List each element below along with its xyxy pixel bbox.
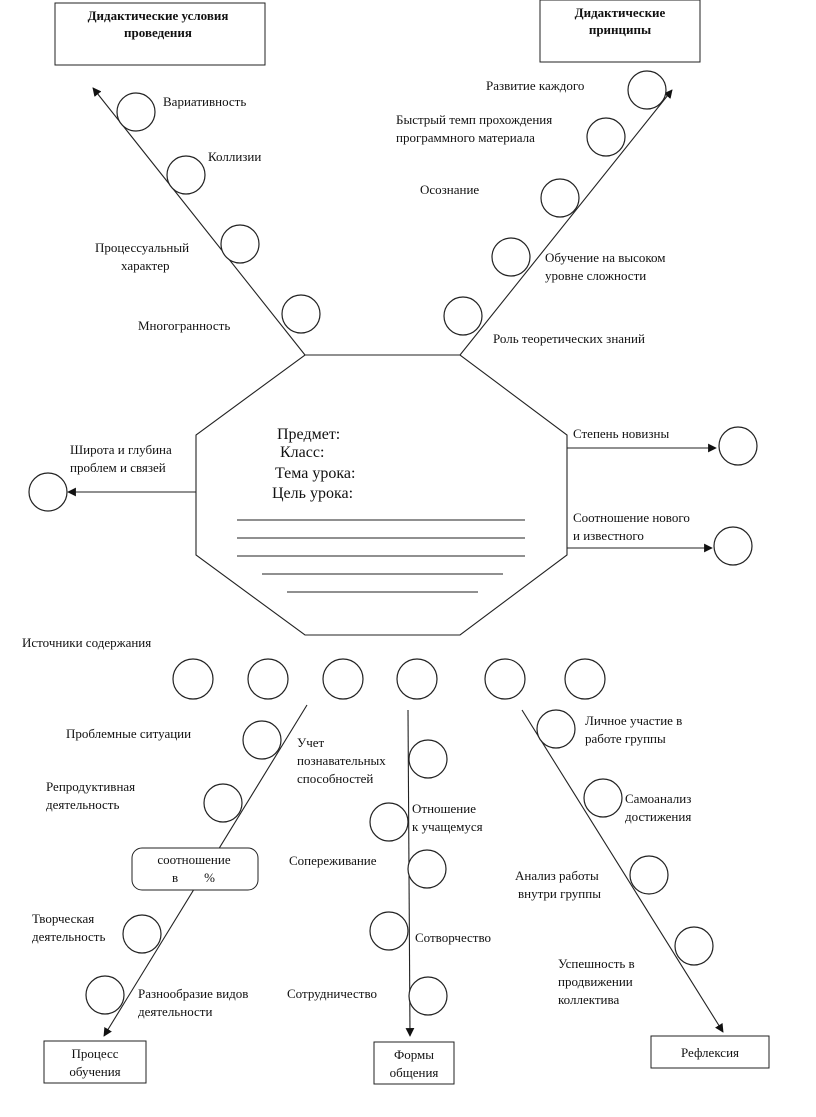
reflection-label: достижения xyxy=(625,809,691,824)
left-branch-label: характер xyxy=(121,258,169,273)
reflection-circle xyxy=(583,778,623,818)
left-upper-branch-line xyxy=(92,87,306,356)
center-class: Класс: xyxy=(280,444,324,461)
novelty-label: Степень новизны xyxy=(573,426,669,441)
forms-label: Учет xyxy=(297,735,325,750)
right-upper-circle xyxy=(443,296,483,336)
center-subject: Предмет: xyxy=(277,426,340,443)
ratio-percent-box: соотношение в % xyxy=(131,847,259,891)
sources-label: Источники содержания xyxy=(22,635,151,650)
forms-circle xyxy=(369,911,409,951)
process-label: деятельность xyxy=(32,929,105,944)
source-circle xyxy=(322,658,364,700)
source-circle xyxy=(172,658,214,700)
forms-circle xyxy=(369,802,409,842)
learning-process-box: Процесс обучения xyxy=(43,1040,147,1084)
right-branch-label: Роль теоретических знаний xyxy=(493,331,645,346)
left-arrow-label: проблем и связей xyxy=(70,460,166,475)
ratio-new-known-label: Соотношение нового xyxy=(573,510,690,525)
left-branch-label: Вариативность xyxy=(163,94,246,109)
forms-label: Сотворчество xyxy=(415,930,491,945)
right-upper-circle xyxy=(540,178,580,218)
didactic-principles-line1: Дидактические xyxy=(575,5,666,20)
reflection-label: Анализ работы xyxy=(515,868,599,883)
left-upper-circle xyxy=(281,294,321,334)
right-branch-label: Осознание xyxy=(420,182,479,197)
forms-circle xyxy=(407,849,447,889)
center-octagon xyxy=(195,354,568,636)
reflection-label: Личное участие в xyxy=(585,713,682,728)
ratio-box-line2: в % xyxy=(172,870,215,885)
reflection-box: Рефлексия xyxy=(650,1035,770,1069)
right-upper-branch-line xyxy=(459,89,673,356)
reflection-box-label: Рефлексия xyxy=(681,1045,739,1060)
process-circle xyxy=(85,975,125,1015)
communication-forms-box: Формы общения xyxy=(373,1041,455,1085)
didactic-principles-line2: принципы xyxy=(589,22,651,37)
process-label: деятельность xyxy=(46,797,119,812)
reflection-label: Самоанализ xyxy=(625,791,691,806)
learning-process-line1: Процесс xyxy=(72,1046,119,1061)
reflection-label: внутри группы xyxy=(518,886,601,901)
communication-forms-line1: Формы xyxy=(394,1047,434,1062)
forms-label: Сотрудничество xyxy=(287,986,377,1001)
source-circle xyxy=(564,658,606,700)
right-branch-label: Быстрый темп прохождения xyxy=(396,112,552,127)
process-circle xyxy=(203,783,243,823)
reflection-circle xyxy=(674,926,714,966)
ratio-new-known-circle xyxy=(713,526,753,566)
right-branch-label: уровне сложности xyxy=(545,268,646,283)
left-upper-circle xyxy=(116,92,156,132)
forms-label: Отношение xyxy=(412,801,476,816)
right-upper-circle xyxy=(586,117,626,157)
center-topic: Тема урока: xyxy=(275,465,355,482)
process-label: деятельности xyxy=(138,1004,212,1019)
left-arrow-label: Широта и глубина xyxy=(70,442,172,457)
communication-forms-line2: общения xyxy=(390,1065,439,1080)
didactic-conditions-line2: проведения xyxy=(124,25,192,40)
reflection-label: продвижении xyxy=(558,974,633,989)
center-goal: Цель урока: xyxy=(272,485,353,502)
reflection-branch-line xyxy=(521,709,724,1033)
right-branch-label: Обучение на высоком xyxy=(545,250,666,265)
left-upper-circle xyxy=(220,224,260,264)
process-circle xyxy=(242,720,282,760)
source-circle xyxy=(247,658,289,700)
source-circle xyxy=(396,658,438,700)
learning-process-line2: обучения xyxy=(69,1064,120,1079)
process-label: Разнообразие видов xyxy=(138,986,248,1001)
left-branch-label: Многогранность xyxy=(138,318,230,333)
right-upper-circle xyxy=(491,237,531,277)
reflection-label: коллектива xyxy=(558,992,619,1007)
didactic-conditions-box: Дидактические условия проведения xyxy=(54,2,266,66)
process-label: Творческая xyxy=(32,911,94,926)
forms-label: к учащемуся xyxy=(412,819,483,834)
right-branch-label: программного материала xyxy=(396,130,535,145)
process-label: Репродуктивная xyxy=(46,779,135,794)
novelty-circle xyxy=(718,426,758,466)
process-label: Проблемные ситуации xyxy=(66,726,191,741)
left-branch-label: Процессуальный xyxy=(95,240,189,255)
reflection-label: работе группы xyxy=(585,731,666,746)
right-upper-circle xyxy=(627,70,667,110)
source-circle xyxy=(484,658,526,700)
forms-label: способностей xyxy=(297,771,373,786)
ratio-new-known-label: и известного xyxy=(573,528,644,543)
reflection-circle xyxy=(629,855,669,895)
ratio-box-line1: соотношение xyxy=(157,852,230,867)
didactic-principles-box: Дидактические принципы xyxy=(539,0,701,63)
left-upper-circle xyxy=(166,155,206,195)
forms-circle xyxy=(408,976,448,1016)
right-branch-label: Развитие каждого xyxy=(486,78,584,93)
didactic-conditions-line1: Дидактические условия xyxy=(88,8,229,23)
forms-circle xyxy=(408,739,448,779)
forms-label: познавательных xyxy=(297,753,386,768)
process-circle xyxy=(122,914,162,954)
forms-label: Сопереживание xyxy=(289,853,377,868)
left-branch-label: Коллизии xyxy=(208,149,261,164)
reflection-label: Успешность в xyxy=(558,956,635,971)
reflection-circle xyxy=(536,709,576,749)
left-arrow-circle xyxy=(28,472,68,512)
